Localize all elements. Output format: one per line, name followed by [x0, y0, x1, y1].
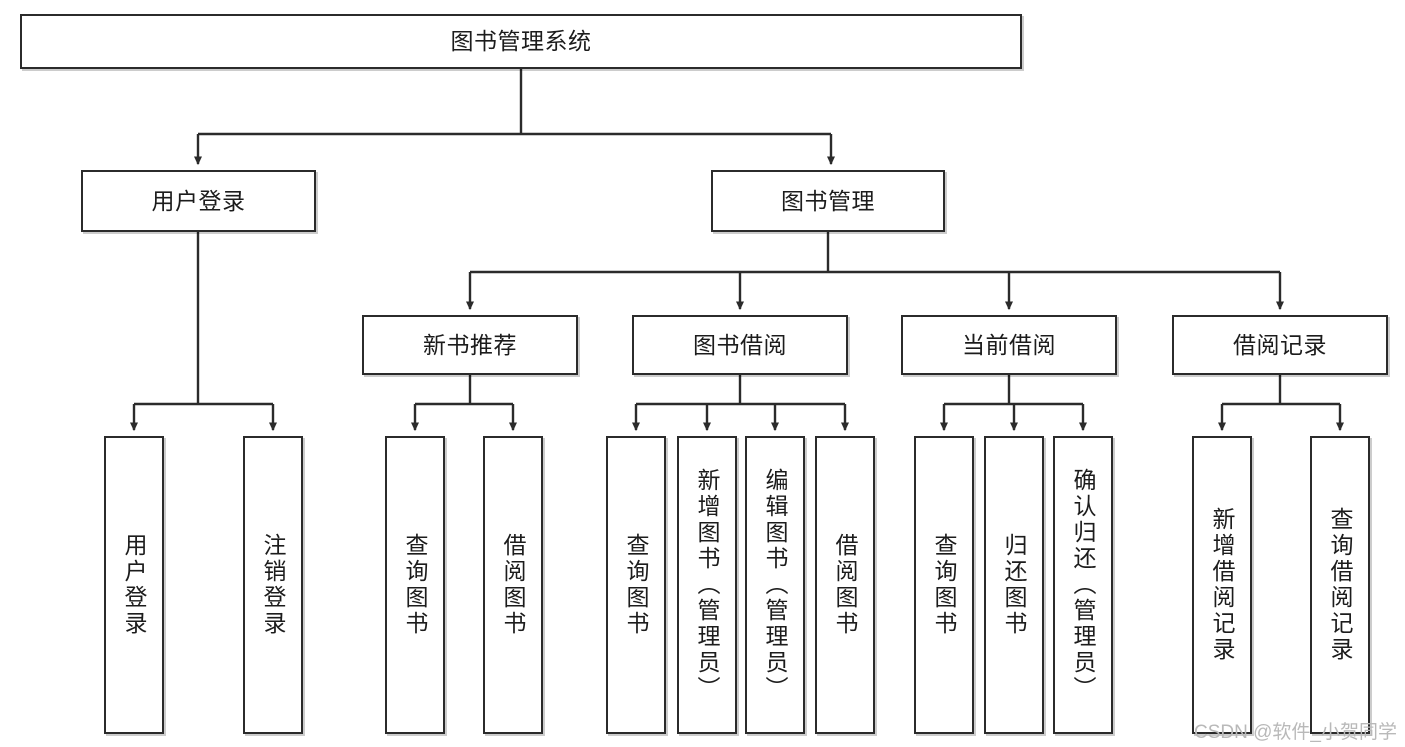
node-new-book-rec-label: 新书推荐 — [423, 331, 517, 358]
node-borrow-record-label: 借阅记录 — [1233, 331, 1327, 358]
node-leaf-borrow-book-1[interactable]: 借阅图书 — [483, 436, 543, 734]
node-root-label: 图书管理系统 — [450, 28, 592, 55]
node-book-manage[interactable]: 图书管理 — [711, 170, 945, 232]
node-leaf-user-login-label: 用户登录 — [121, 533, 148, 637]
node-leaf-query-book-2-label: 查询图书 — [623, 533, 650, 637]
node-leaf-query-book-3-label: 查询图书 — [931, 533, 958, 637]
node-leaf-query-record[interactable]: 查询借阅记录 — [1310, 436, 1370, 734]
node-current-borrow[interactable]: 当前借阅 — [901, 315, 1117, 375]
node-borrow-record[interactable]: 借阅记录 — [1172, 315, 1388, 375]
node-leaf-query-book-1[interactable]: 查询图书 — [385, 436, 445, 734]
node-leaf-confirm-return[interactable]: 确认归还（管理员） — [1053, 436, 1113, 734]
node-user-login-label: 用户登录 — [151, 187, 246, 214]
node-leaf-return-book-label: 归还图书 — [1001, 533, 1028, 637]
node-new-book-rec[interactable]: 新书推荐 — [362, 315, 578, 375]
node-current-borrow-label: 当前借阅 — [962, 331, 1056, 358]
node-book-borrow-label: 图书借阅 — [693, 331, 787, 358]
node-leaf-edit-book-label: 编辑图书（管理员） — [762, 468, 789, 702]
node-leaf-user-login[interactable]: 用户登录 — [104, 436, 164, 734]
node-user-login[interactable]: 用户登录 — [81, 170, 316, 232]
node-leaf-borrow-book-2[interactable]: 借阅图书 — [815, 436, 875, 734]
node-leaf-query-book-3[interactable]: 查询图书 — [914, 436, 974, 734]
node-leaf-add-book-label: 新增图书（管理员） — [694, 468, 721, 702]
node-root-system[interactable]: 图书管理系统 — [20, 14, 1022, 69]
node-leaf-add-record[interactable]: 新增借阅记录 — [1192, 436, 1252, 734]
node-leaf-add-book[interactable]: 新增图书（管理员） — [677, 436, 737, 734]
node-leaf-query-record-label: 查询借阅记录 — [1327, 507, 1354, 663]
node-leaf-user-logout[interactable]: 注销登录 — [243, 436, 303, 734]
node-leaf-borrow-book-1-label: 借阅图书 — [500, 533, 527, 637]
node-book-borrow[interactable]: 图书借阅 — [632, 315, 848, 375]
node-leaf-edit-book[interactable]: 编辑图书（管理员） — [745, 436, 805, 734]
node-leaf-return-book[interactable]: 归还图书 — [984, 436, 1044, 734]
node-leaf-user-logout-label: 注销登录 — [260, 533, 287, 637]
node-leaf-confirm-return-label: 确认归还（管理员） — [1070, 468, 1097, 702]
node-book-manage-label: 图书管理 — [781, 187, 875, 214]
node-leaf-query-book-2[interactable]: 查询图书 — [606, 436, 666, 734]
node-leaf-borrow-book-2-label: 借阅图书 — [832, 533, 859, 637]
node-leaf-add-record-label: 新增借阅记录 — [1209, 507, 1236, 663]
node-leaf-query-book-1-label: 查询图书 — [402, 533, 429, 637]
